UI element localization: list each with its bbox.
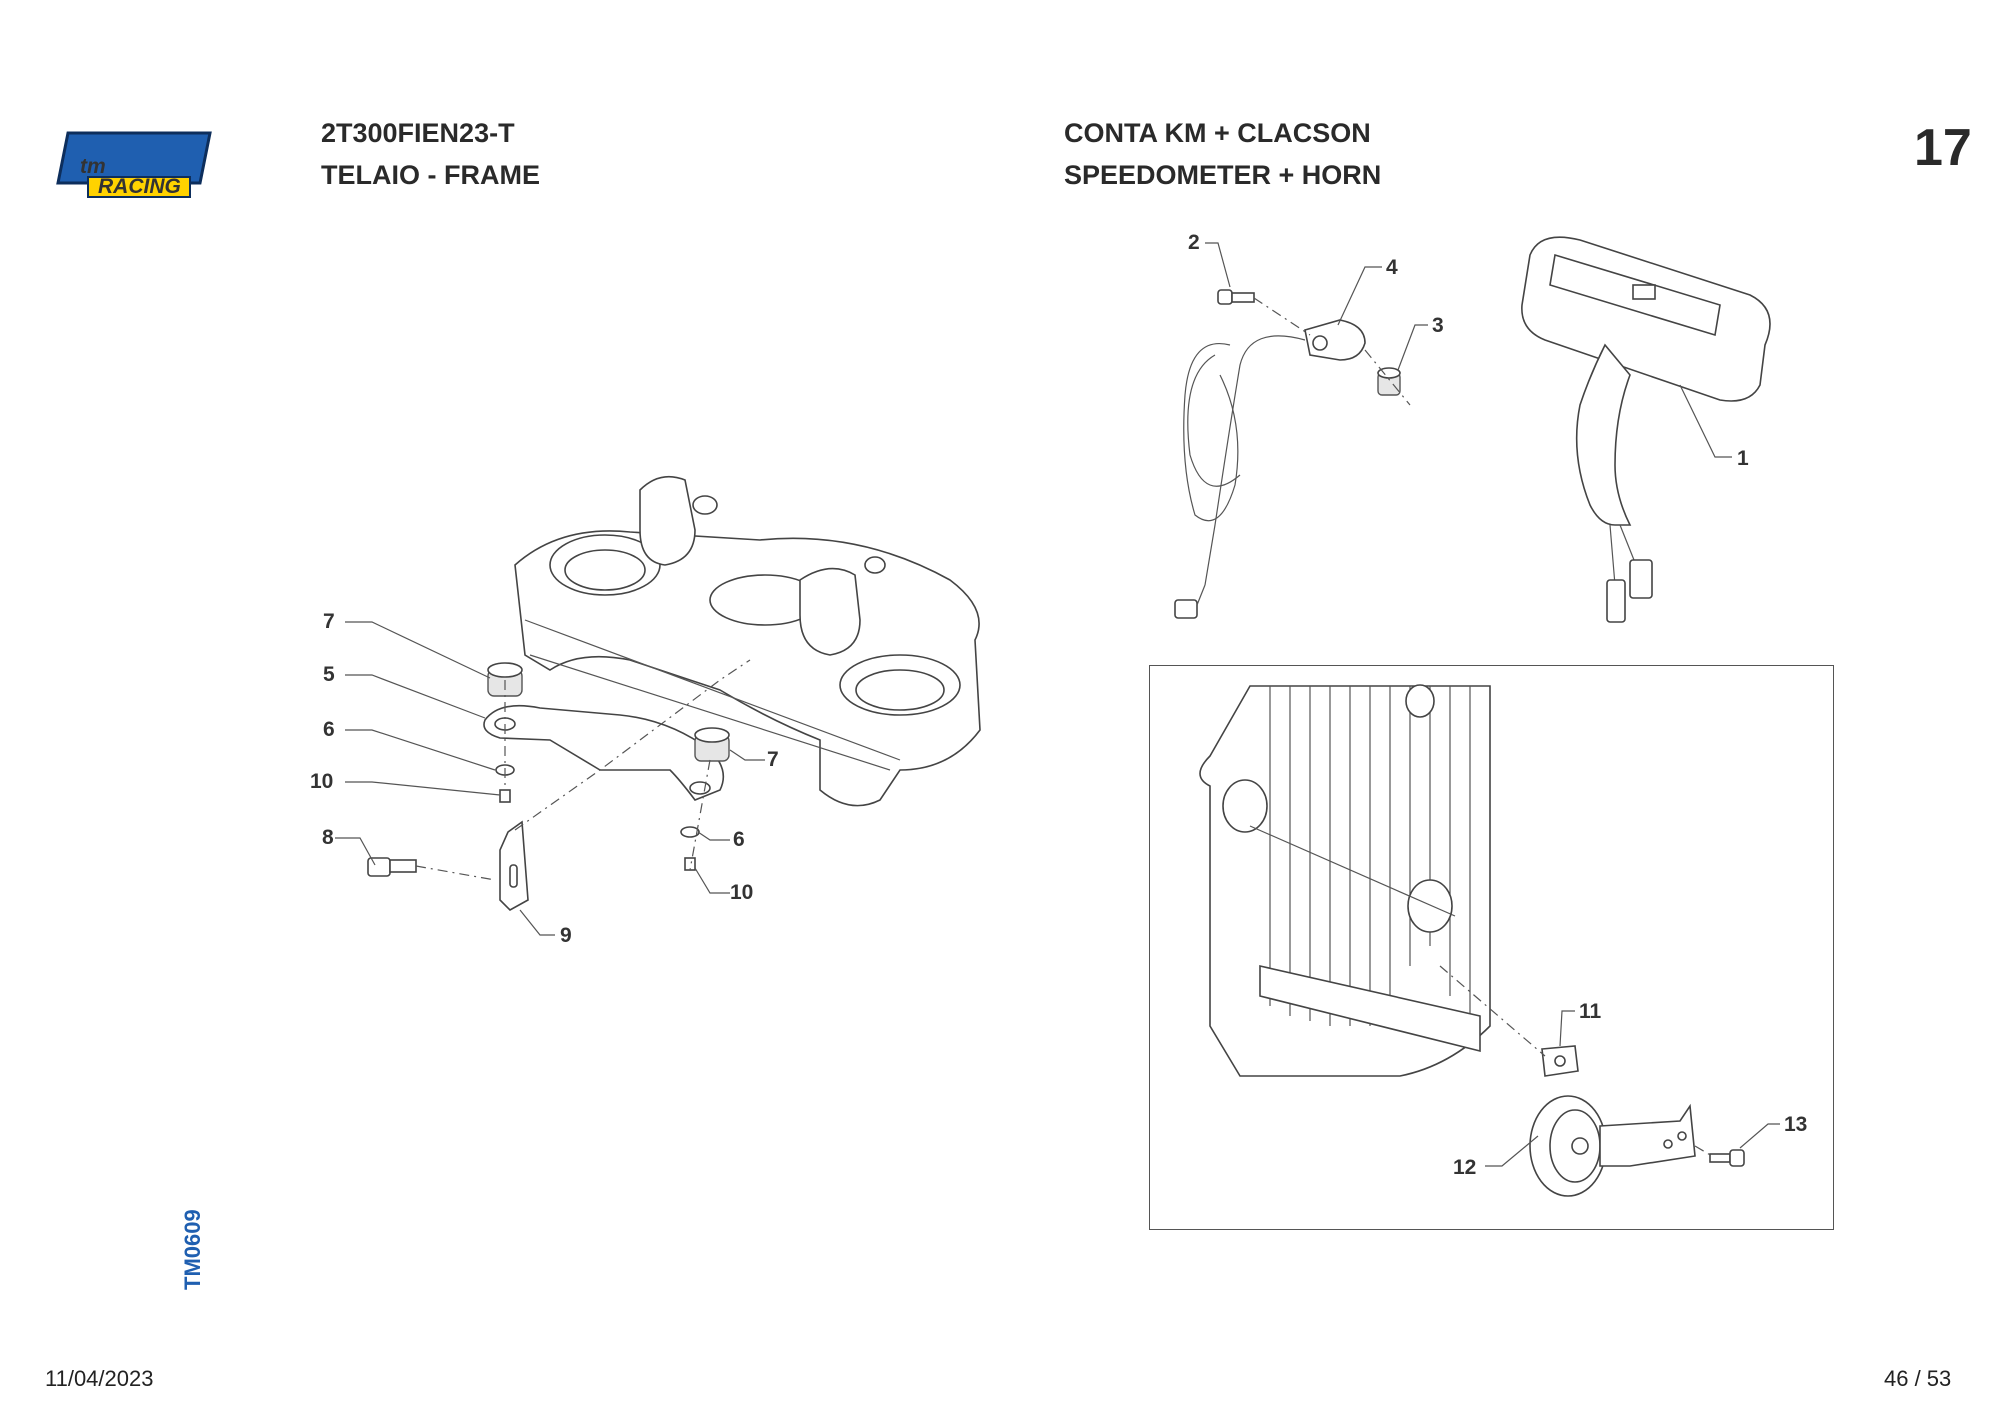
sensor-cable [1174,335,1306,619]
callout-5: 5 [323,663,335,686]
callout-13: 13 [1784,1113,1807,1136]
horn-exploded-diagram: 11 12 13 [1199,684,1807,1197]
horn [1529,1095,1696,1197]
callout-12: 12 [1453,1156,1476,1179]
spacer [1377,367,1401,396]
callout-7-left: 7 [323,610,335,633]
bracket-plate [483,704,725,801]
radiator-drawing [1199,684,1491,1077]
group-title-en: SPEEDOMETER + HORN [1064,160,1382,190]
triple-clamp-drawing [514,475,981,807]
callout-7-right: 7 [767,748,779,771]
section-title: TELAIO - FRAME [321,160,540,190]
tm-racing-logo: tm RACING [50,125,220,205]
horn-detail-frame: 11 12 13 [1149,665,1834,1230]
bolt [367,857,417,877]
clip-nut [1541,1045,1579,1077]
callout-3: 3 [1432,314,1444,337]
callout-8: 8 [322,826,334,849]
drawing-code: TM0609 [180,1209,205,1290]
print-date: 11/04/2023 [45,1366,154,1391]
callout-6-right: 6 [733,828,745,851]
logo-subtext: RACING [98,175,181,198]
callout-10-left: 10 [310,770,333,793]
grommet-left [487,662,523,697]
speed-sensor [1304,319,1366,361]
table-number: 17 [1914,119,1972,177]
logo-text: tm [80,155,106,178]
speedometer-unit [1521,236,1771,402]
logo-graphic: tm RACING [56,131,212,198]
page-counter: 46 / 53 [1884,1366,1952,1391]
speedometer-exploded-diagram: 2 4 3 1 [1174,231,1771,623]
callout-9: 9 [560,924,572,947]
callout-4: 4 [1386,256,1398,279]
sensor-screw [1217,289,1255,305]
bracket-exploded-diagram: 7 5 6 10 8 9 6 10 7 [310,475,981,947]
callout-10-right: 10 [730,881,753,904]
horn-screw [1709,1149,1745,1167]
callout-1: 1 [1737,447,1749,470]
group-title-it: CONTA KM + CLACSON [1064,118,1371,148]
callout-11: 11 [1579,1000,1602,1023]
screw-left [499,789,511,803]
grommet-right [694,727,730,762]
model-code: 2T300FIEN23-T [321,118,515,148]
callout-2: 2 [1188,231,1200,254]
callout-6-left: 6 [323,718,335,741]
